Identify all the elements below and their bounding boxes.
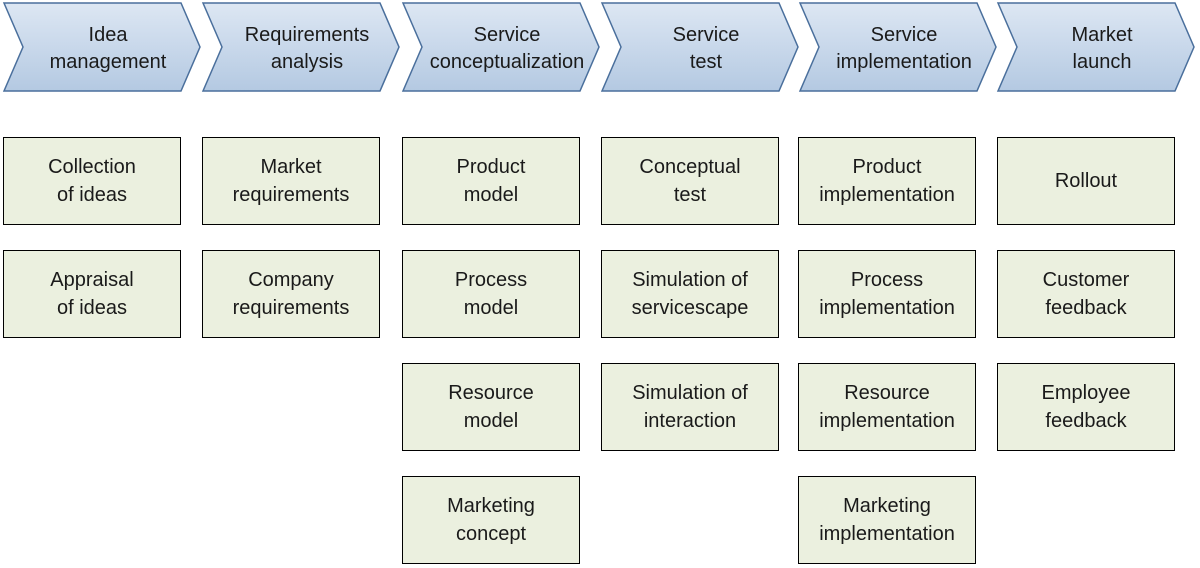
activity-label: Marketing implementation bbox=[819, 495, 955, 545]
activity-label: Company requirements bbox=[232, 269, 350, 319]
phase-title-6-line-2: launch bbox=[1073, 51, 1132, 73]
phase-title-1-line-2: management bbox=[50, 51, 167, 73]
activity-label: Product model bbox=[456, 156, 526, 206]
activity-label: Simulation of servicescape bbox=[631, 269, 749, 319]
phase-title-3-line-2: conceptualization bbox=[430, 51, 585, 73]
phase-title-3-line-1: Service bbox=[474, 24, 541, 46]
phase-chevron-4 bbox=[600, 2, 799, 92]
activity-box-3-4: Marketing concept bbox=[402, 476, 580, 564]
phase-chevron-3 bbox=[401, 2, 600, 92]
phase-chevron-5 bbox=[798, 2, 997, 92]
phase-chevron-2 bbox=[201, 2, 400, 92]
activity-box-6-3: Employee feedback bbox=[997, 363, 1175, 451]
activity-label: Process implementation bbox=[819, 269, 955, 319]
phase-title-6-line-1: Market bbox=[1071, 24, 1133, 46]
activity-box-3-3: Resource model bbox=[402, 363, 580, 451]
phase-chevron-1 bbox=[2, 2, 201, 92]
phase-title-1-line-1: Idea bbox=[89, 24, 129, 46]
activity-box-5-2: Process implementation bbox=[798, 250, 976, 338]
phase-chevron-6 bbox=[996, 2, 1195, 92]
activity-box-3-1: Product model bbox=[402, 137, 580, 225]
activity-box-5-1: Product implementation bbox=[798, 137, 976, 225]
activity-box-4-1: Conceptual test bbox=[601, 137, 779, 225]
phase-title-2-line-1: Requirements bbox=[245, 24, 370, 46]
activity-box-3-2: Process model bbox=[402, 250, 580, 338]
activity-box-2-1: Market requirements bbox=[202, 137, 380, 225]
phase-title-2-line-2: analysis bbox=[271, 51, 343, 73]
activity-label: Market requirements bbox=[232, 156, 350, 206]
activity-box-5-4: Marketing implementation bbox=[798, 476, 976, 564]
activity-box-5-3: Resource implementation bbox=[798, 363, 976, 451]
activity-label: Collection of ideas bbox=[48, 156, 136, 206]
activity-box-6-1: Rollout bbox=[997, 137, 1175, 225]
phase-title-5-line-1: Service bbox=[871, 24, 938, 46]
activity-box-4-3: Simulation of interaction bbox=[601, 363, 779, 451]
activity-label: Process model bbox=[454, 269, 528, 319]
activity-box-1-2: Appraisal of ideas bbox=[3, 250, 181, 338]
phase-title-4-line-1: Service bbox=[673, 24, 740, 46]
activity-label: Appraisal of ideas bbox=[50, 269, 134, 319]
activity-label: Employee feedback bbox=[1041, 382, 1131, 432]
activity-label: Resource implementation bbox=[819, 382, 955, 432]
activity-label: Product implementation bbox=[819, 156, 955, 206]
activity-box-4-2: Simulation of servicescape bbox=[601, 250, 779, 338]
phase-chevron-row: Idea management Requirements analysis Servic… bbox=[2, 2, 1195, 92]
phase-title-4-line-2: test bbox=[690, 51, 723, 73]
activity-label: Simulation of interaction bbox=[632, 382, 748, 432]
activity-label: Conceptual test bbox=[639, 156, 741, 206]
activity-label: Marketing concept bbox=[447, 495, 535, 545]
activity-label: Rollout bbox=[1054, 170, 1118, 192]
activity-box-2-2: Company requirements bbox=[202, 250, 380, 338]
phase-title-5-line-2: implementation bbox=[836, 51, 972, 73]
activity-box-1-1: Collection of ideas bbox=[3, 137, 181, 225]
activity-label: Resource model bbox=[448, 382, 534, 432]
activity-label: Customer feedback bbox=[1042, 269, 1130, 319]
activity-box-6-2: Customer feedback bbox=[997, 250, 1175, 338]
